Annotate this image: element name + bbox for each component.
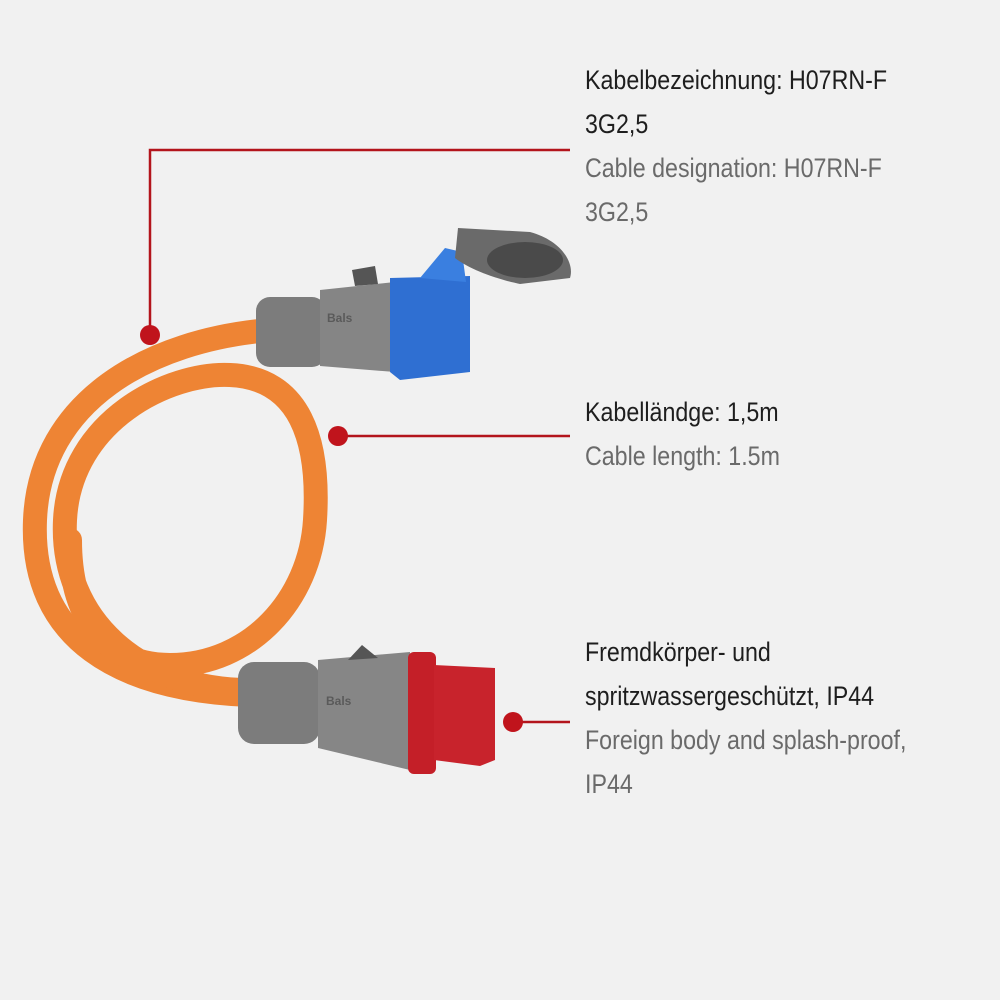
callout-en-line: Cable designation: H07RN-F bbox=[585, 153, 882, 183]
bals-logo: Bals bbox=[327, 311, 353, 325]
callout-cable-length: Kabelländge: 1,5m Cable length: 1.5m bbox=[585, 390, 780, 478]
callout-de-line: Fremdkörper- und bbox=[585, 637, 771, 667]
callout-en-line: 3G2,5 bbox=[585, 197, 649, 227]
callout-de-line: 3G2,5 bbox=[585, 109, 649, 139]
callout-dot bbox=[503, 712, 523, 732]
callout-en-line: IP44 bbox=[585, 769, 633, 799]
callout-cable-designation: Kabelbezeichnung: H07RN-F 3G2,5 Cable de… bbox=[585, 58, 887, 234]
callout-de-line: spritzwassergeschützt, IP44 bbox=[585, 681, 875, 711]
orange-cable bbox=[22, 318, 328, 707]
bals-logo: Bals bbox=[326, 694, 352, 708]
callout-en-line: Cable length: 1.5m bbox=[585, 441, 780, 471]
blue-cee-socket: Bals bbox=[256, 228, 571, 380]
callout-de-line: Kabelbezeichnung: H07RN-F bbox=[585, 65, 888, 95]
callout-de-line: Kabelländge: 1,5m bbox=[585, 397, 779, 427]
callout-ip-rating: Fremdkörper- und spritzwassergeschützt, … bbox=[585, 630, 906, 806]
callout-en-line: Foreign body and splash-proof, bbox=[585, 725, 907, 755]
red-cee-plug: Bals bbox=[238, 645, 495, 774]
callout-dot bbox=[140, 325, 160, 345]
callout-dot bbox=[328, 426, 348, 446]
